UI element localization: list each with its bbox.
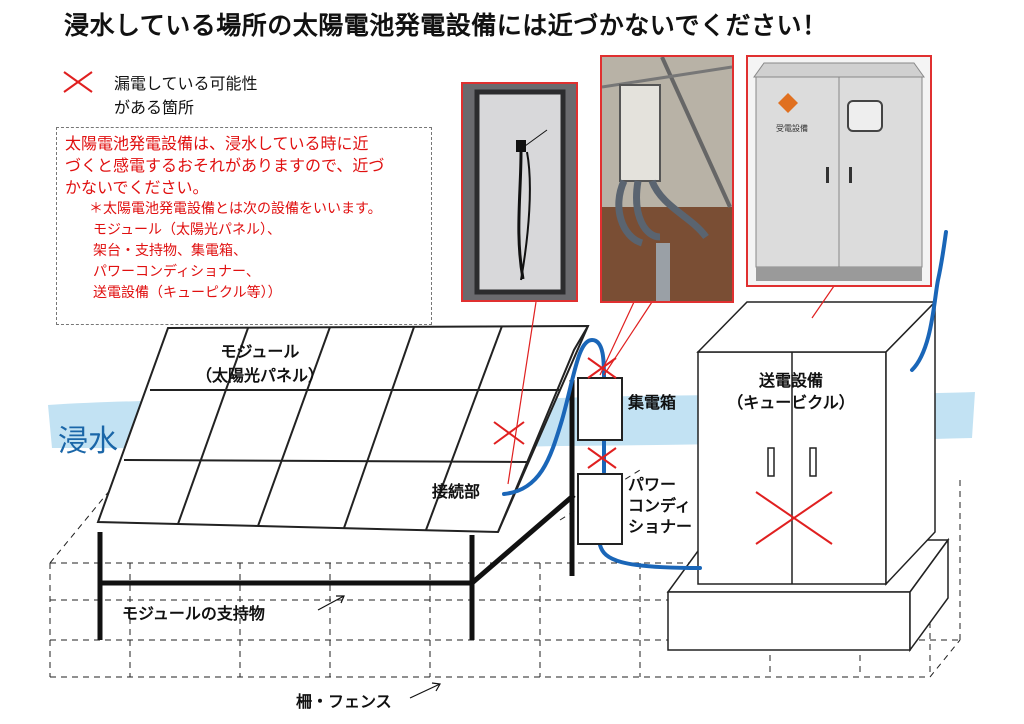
flood-label: 浸水 bbox=[58, 424, 118, 459]
photo-panel-back bbox=[461, 82, 578, 302]
cubicle-image: 受電設備 bbox=[748, 57, 930, 285]
solar-panel bbox=[96, 324, 590, 534]
pcs-label-line-2: コンディ bbox=[628, 496, 691, 515]
leak-mark-legend bbox=[63, 71, 93, 93]
pcs-label: パワー コンディ ショナー bbox=[628, 474, 692, 537]
transmission-label: 送電設備 （キュービクル） bbox=[716, 370, 866, 414]
note-line-1: 太陽電池発電設備は、浸水している時に近 bbox=[65, 134, 369, 153]
note-line-2: づくと感電するおそれがありますので、近づ bbox=[65, 156, 385, 175]
note-list-item: 送電設備（キューピクル等）） bbox=[93, 285, 282, 301]
leak-mark-collector bbox=[587, 357, 617, 379]
support-arrow bbox=[317, 595, 345, 611]
page-title: 浸水している場所の太陽電池発電設備には近づかないでください！ bbox=[64, 11, 828, 40]
support-label: モジュールの支持物 bbox=[122, 604, 265, 623]
module-label: モジュール （太陽光パネル） bbox=[180, 338, 340, 386]
cubicle bbox=[696, 300, 937, 586]
photo-cubicle: 受電設備 bbox=[746, 55, 932, 287]
leak-mark-cubicle bbox=[755, 491, 833, 545]
leak-mark-junction bbox=[493, 421, 525, 445]
transmission-label-line-1: 送電設備 bbox=[758, 371, 823, 390]
photo-pointers bbox=[507, 285, 835, 485]
panel-back-image bbox=[463, 84, 576, 300]
warning-note: 太陽電池発電設備は、浸水している時に近 づくと感電するおそれがありますので、近づ… bbox=[56, 127, 432, 325]
collector-box bbox=[577, 377, 623, 441]
note-list-item: 架台・支持物、集電箱、 bbox=[93, 243, 247, 259]
module-support bbox=[97, 380, 576, 640]
junction-label: 接続部 bbox=[432, 482, 481, 501]
leak-marks bbox=[63, 71, 833, 545]
module-label-line-2: （太陽光パネル） bbox=[195, 366, 324, 385]
transmission-label-line-2: （キュービクル） bbox=[727, 393, 855, 412]
power-conditioner bbox=[577, 473, 623, 545]
module-label-line-1: モジュール bbox=[220, 342, 300, 361]
collector-label: 集電箱 bbox=[628, 393, 677, 412]
pcs-label-line-3: ショナー bbox=[628, 517, 693, 536]
note-list-item: モジュール（太陽光パネル）、 bbox=[93, 222, 282, 238]
note-line-3: かないでください。 bbox=[65, 178, 209, 197]
pcs-label-line-1: パワー bbox=[628, 475, 677, 494]
legend-line-2: がある箇所 bbox=[114, 98, 195, 117]
legend-line-1: 漏電している可能性 bbox=[114, 74, 258, 93]
photo-collector-box bbox=[600, 55, 734, 303]
note-list-item: パワーコンディショナー、 bbox=[93, 264, 260, 280]
leak-mark-pcs bbox=[587, 447, 617, 469]
collector-box-image bbox=[602, 57, 732, 301]
fence-label: 柵・フェンス bbox=[296, 692, 392, 711]
cables bbox=[502, 230, 948, 570]
fence-arrow bbox=[409, 683, 441, 699]
legend: 漏電している可能性 がある箇所 bbox=[114, 72, 334, 120]
cubicle-sign-text: 受電設備 bbox=[776, 123, 808, 133]
note-sub: ＊太陽電池発電設備とは次の設備をいいます。 bbox=[89, 201, 382, 217]
